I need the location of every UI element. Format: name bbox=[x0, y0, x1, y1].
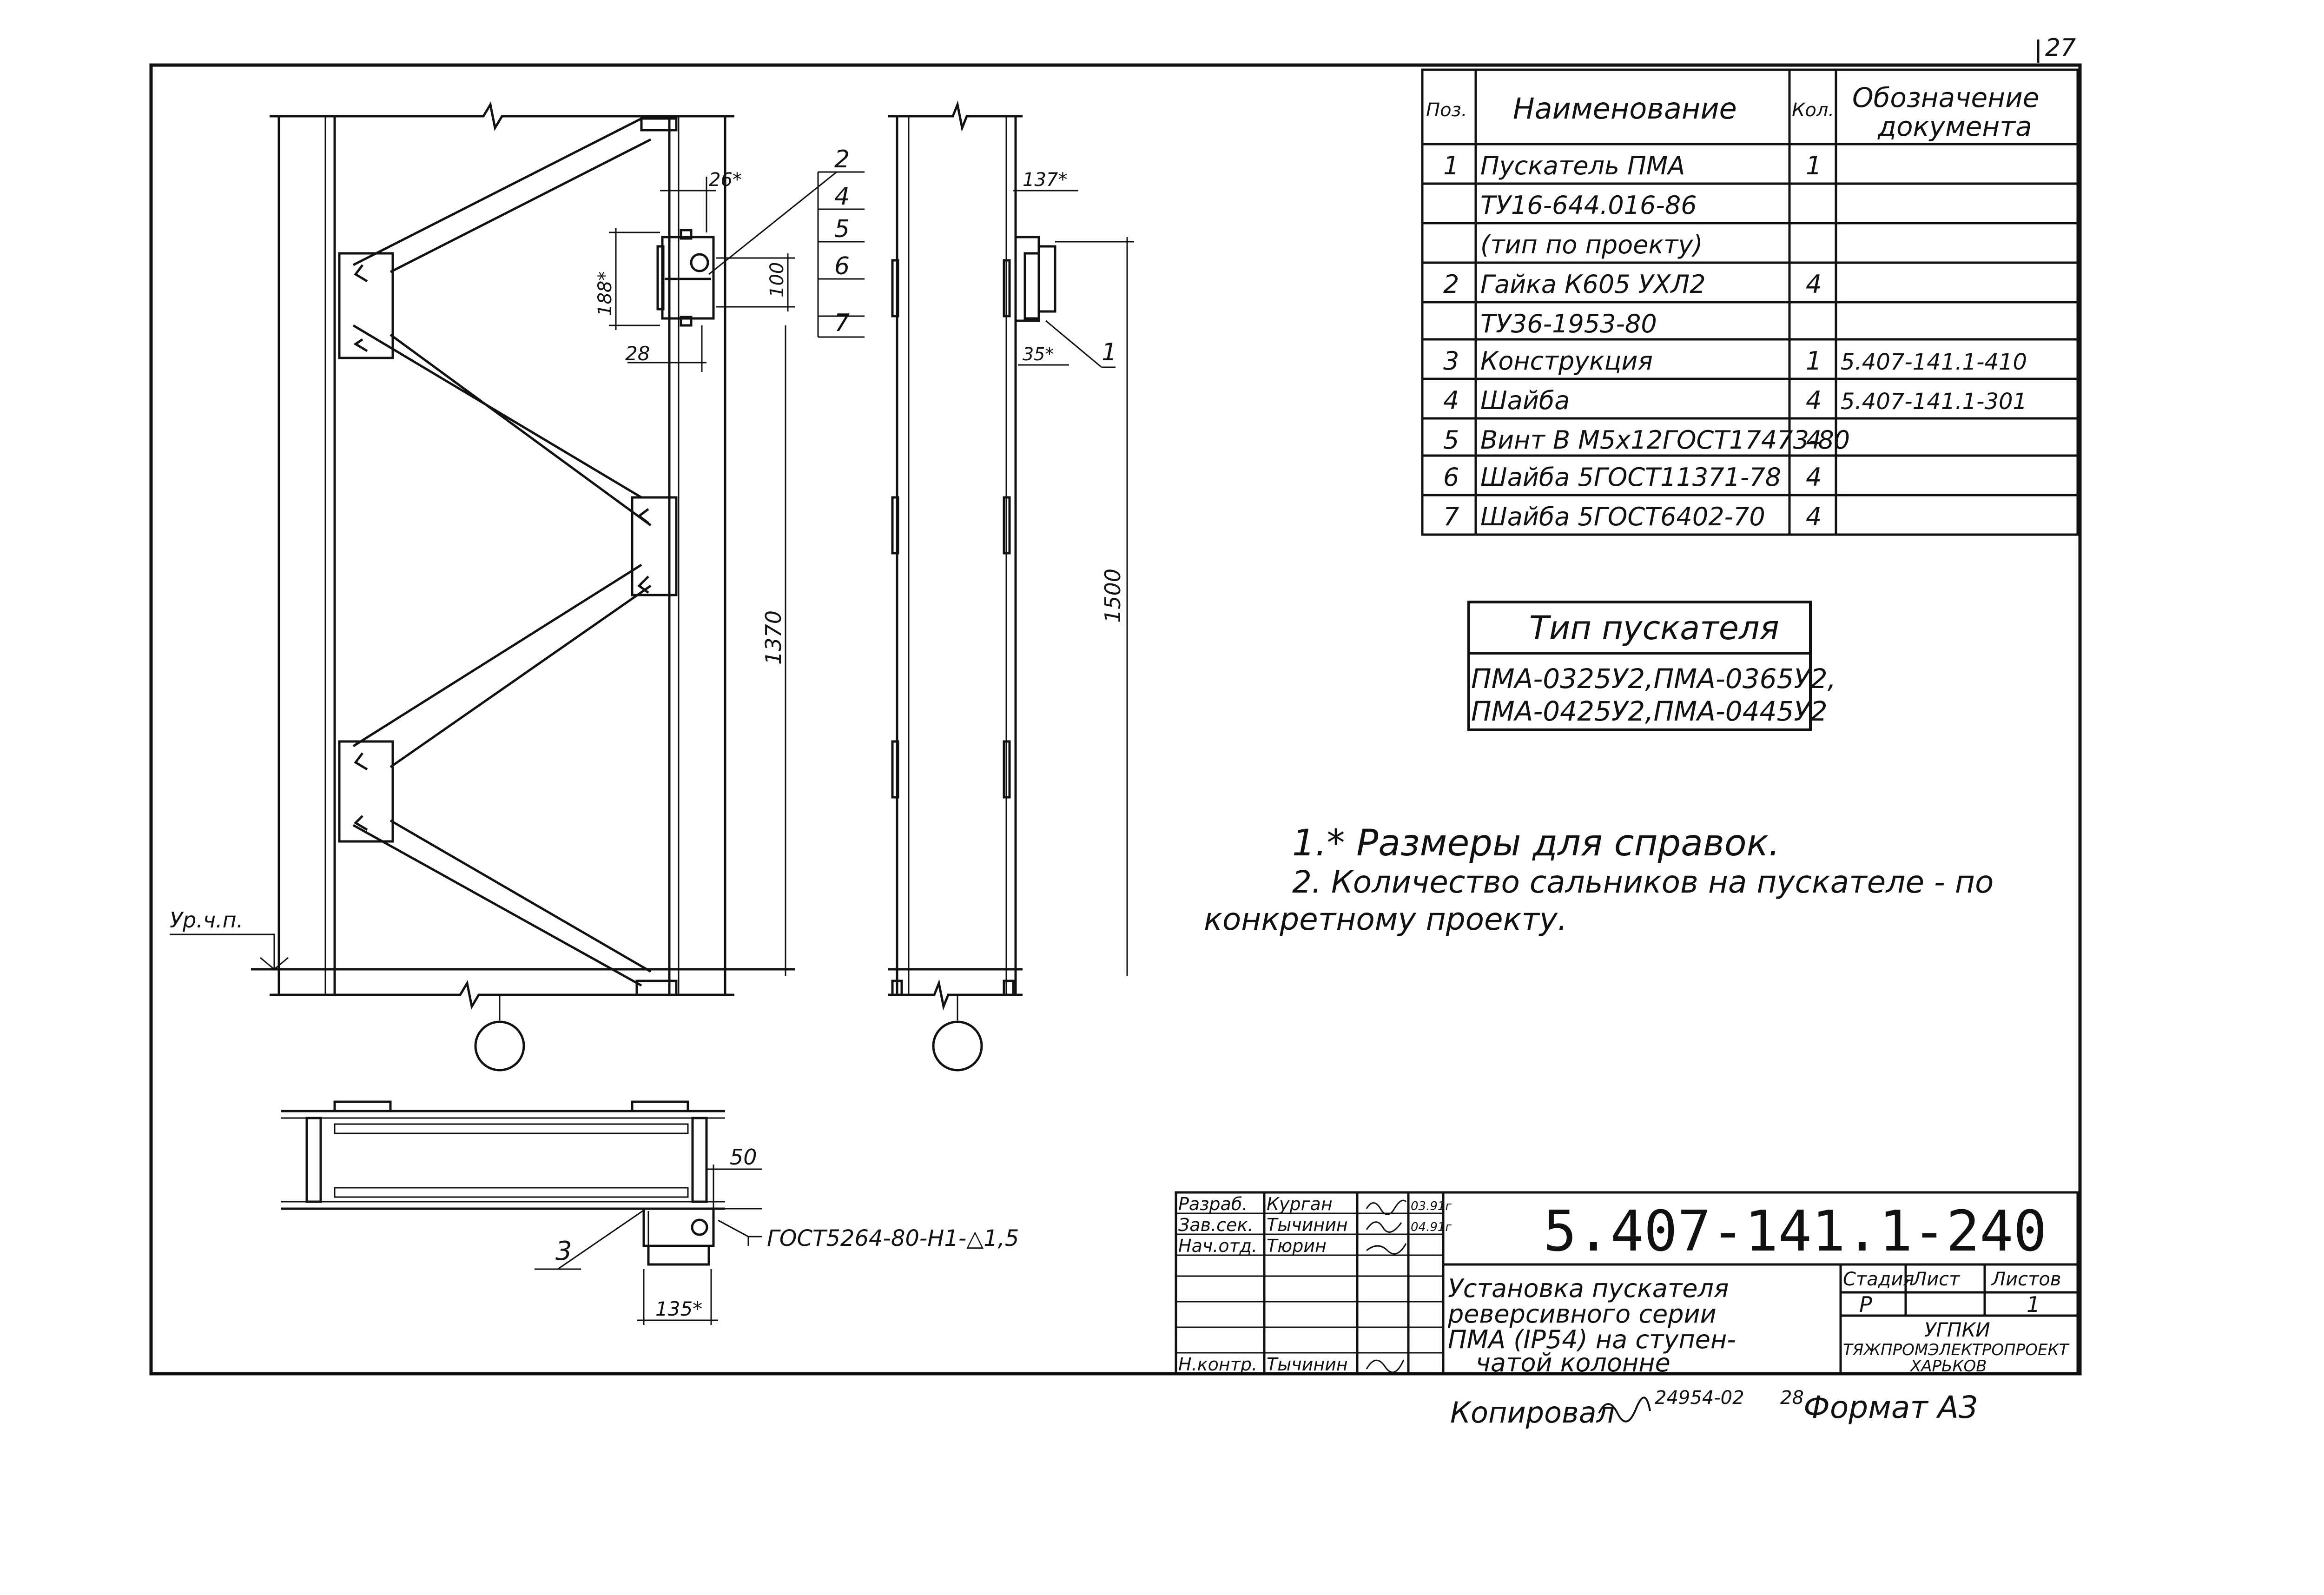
starter-type-box bbox=[1467, 601, 1812, 731]
sheets-value: 1 bbox=[2027, 1292, 2040, 1317]
callout-2: 2 bbox=[834, 146, 850, 173]
tb-name: Курган bbox=[1267, 1194, 1333, 1214]
starter-dimension-lines bbox=[170, 171, 865, 976]
dim-35: 35* bbox=[1023, 344, 1054, 364]
parts-row-doc: 5.407-141.1-410 bbox=[1841, 349, 2027, 375]
footer-inv-number: 24954-02 bbox=[1655, 1387, 1744, 1409]
column-elevation-view bbox=[251, 101, 795, 1072]
title-line2: реверсивного серии bbox=[1447, 1299, 1717, 1329]
page-number: 27 bbox=[2045, 34, 2076, 62]
parts-row-pos: 1 bbox=[1443, 151, 1459, 180]
note-2-line1: 2. Количество сальников на пускателе - п… bbox=[1292, 864, 1994, 900]
table-header-name: Наименование bbox=[1513, 92, 1737, 126]
callout-3: 3 bbox=[555, 1236, 572, 1266]
tb-date: 03.91г bbox=[1411, 1199, 1452, 1213]
tb-date: 04.91г bbox=[1411, 1220, 1452, 1234]
level-label: Ур.ч.п. bbox=[170, 907, 243, 933]
column-section-view bbox=[281, 1100, 762, 1325]
parts-row-doc: 5.407-141.1-301 bbox=[1841, 389, 2027, 415]
table-header-doc-1: Обозначение bbox=[1852, 82, 2039, 113]
dim-137: 137* bbox=[1023, 169, 1067, 191]
starter-front-view bbox=[656, 229, 715, 327]
callout-1: 1 bbox=[1102, 338, 1117, 366]
parts-row-pos: 7 bbox=[1443, 502, 1459, 531]
callout-5: 5 bbox=[834, 215, 850, 243]
starter-type-title: Тип пускателя bbox=[1529, 609, 1779, 647]
parts-row-pos: 4 bbox=[1443, 386, 1459, 415]
parts-row-qty: 4 bbox=[1806, 386, 1822, 415]
parts-row-pos: 3 bbox=[1443, 346, 1459, 376]
designation: 5.407-141.1-240 bbox=[1543, 1199, 2047, 1264]
parts-row-name: Шайба bbox=[1480, 386, 1570, 415]
dim-188: 188* bbox=[594, 271, 616, 316]
callout-6: 6 bbox=[834, 252, 850, 280]
tb-name: Тычинин bbox=[1267, 1215, 1348, 1235]
org-line3: ХАРЬКОВ bbox=[1909, 1357, 1987, 1376]
dim-28: 28 bbox=[625, 342, 650, 365]
sheets-label: Листов bbox=[1991, 1269, 2061, 1290]
parts-row-pos: 6 bbox=[1443, 463, 1459, 492]
tb-name: Тычинин bbox=[1267, 1354, 1348, 1375]
callout-7: 7 bbox=[834, 309, 850, 337]
tb-role: Зав.сек. bbox=[1178, 1215, 1253, 1235]
dim-26: 26* bbox=[709, 169, 742, 191]
parts-row-qty: 4 bbox=[1806, 463, 1822, 492]
starter-type-line1: ПМА-0325У2,ПМА-0365У2, bbox=[1471, 663, 1836, 695]
parts-row-name: Пускатель ПМА bbox=[1480, 151, 1685, 180]
dim-135: 135* bbox=[655, 1297, 702, 1320]
tb-role: Нач.отд. bbox=[1178, 1236, 1257, 1256]
sheet-label: Лист bbox=[1912, 1269, 1961, 1290]
parts-row-pos: 2 bbox=[1443, 270, 1459, 299]
footer-format: Формат А3 bbox=[1803, 1390, 1978, 1425]
parts-row-qty: 4 bbox=[1806, 502, 1822, 531]
parts-row-name: Шайба 5ГОСТ6402-70 bbox=[1480, 502, 1765, 531]
table-header-qty: Кол. bbox=[1792, 99, 1834, 121]
column-side-view bbox=[888, 100, 1134, 1072]
tb-role: Разраб. bbox=[1178, 1194, 1248, 1214]
parts-row-name: ТУ16-644.016-86 bbox=[1480, 191, 1697, 220]
dim-1370: 1370 bbox=[761, 610, 786, 665]
org-line2: ТЯЖПРОМЭЛЕКТРОПРОЕКТ bbox=[1843, 1341, 2070, 1359]
callout-4: 4 bbox=[834, 183, 850, 211]
signature-marks bbox=[1366, 1199, 1407, 1373]
dim-50: 50 bbox=[730, 1145, 757, 1170]
parts-row-name: Конструкция bbox=[1480, 346, 1653, 376]
dim-1500: 1500 bbox=[1100, 569, 1125, 623]
note-1: 1.* Размеры для справок. bbox=[1292, 822, 1780, 864]
copier-signature bbox=[1598, 1396, 1651, 1423]
tb-name: Тюрин bbox=[1267, 1236, 1327, 1256]
parts-row-qty: 1 bbox=[1806, 151, 1822, 180]
title-block bbox=[1175, 1191, 2079, 1375]
weld-note: ГОСТ5264-80-Н1-△1,5 bbox=[767, 1225, 1019, 1251]
parts-row-qty: 1 bbox=[1806, 346, 1822, 376]
tb-role: Н.контр. bbox=[1178, 1354, 1257, 1375]
dim-100: 100 bbox=[766, 262, 788, 298]
parts-row-name: ТУ36-1953-80 bbox=[1480, 309, 1657, 338]
parts-table bbox=[1421, 68, 2079, 536]
parts-row-name: Винт В М5х12ГОСТ17473-80 bbox=[1480, 425, 1850, 455]
note-2-line2: конкретному проекту. bbox=[1204, 901, 1567, 937]
parts-row-qty: 4 bbox=[1806, 425, 1822, 455]
title-line4: чатой колонне bbox=[1476, 1348, 1670, 1377]
footer-copied: Копировал bbox=[1450, 1396, 1615, 1430]
parts-row-qty: 4 bbox=[1806, 270, 1822, 299]
title-line1: Установка пускателя bbox=[1448, 1274, 1729, 1303]
parts-row-name: Шайба 5ГОСТ11371-78 bbox=[1480, 463, 1781, 492]
stage-value: Р bbox=[1859, 1292, 1872, 1317]
parts-row-name: (тип по проекту) bbox=[1480, 230, 1703, 259]
org-line1: УГПКИ bbox=[1924, 1318, 1990, 1341]
starter-type-line2: ПМА-0425У2,ПМА-0445У2 bbox=[1471, 695, 1828, 727]
parts-row-pos: 5 bbox=[1443, 425, 1459, 455]
drawing-frame bbox=[149, 63, 2082, 1376]
stage-label: Стадия bbox=[1843, 1269, 1914, 1290]
parts-row-name: Гайка К605 УХЛ2 bbox=[1480, 270, 1706, 299]
title-line3: ПМА (IP54) на ступен- bbox=[1448, 1325, 1736, 1354]
table-header-pos: Поз. bbox=[1426, 99, 1467, 121]
table-header-doc-2: документа bbox=[1877, 111, 2032, 142]
footer-inv-sheet: 28 bbox=[1780, 1387, 1804, 1409]
